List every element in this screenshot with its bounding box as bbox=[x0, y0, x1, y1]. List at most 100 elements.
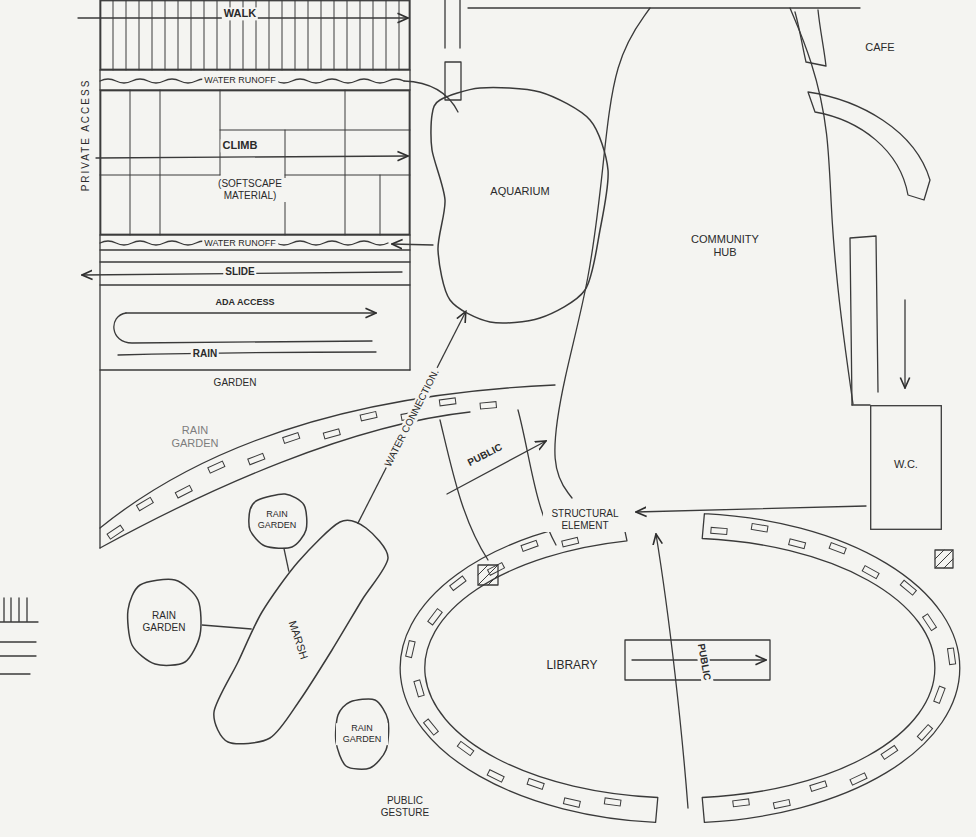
walk-slat bbox=[204, 0, 205, 70]
public-arrow bbox=[656, 534, 688, 808]
walk-slat bbox=[178, 0, 179, 70]
walk-slat bbox=[282, 0, 283, 70]
climb-panel-line bbox=[380, 175, 381, 235]
rain-line bbox=[118, 352, 376, 355]
runoff-label: WATER RUNOFF bbox=[202, 75, 278, 86]
label-holder: PUBLIC bbox=[695, 641, 714, 684]
node-text: WALK bbox=[222, 7, 258, 20]
paver-dash bbox=[283, 433, 300, 444]
element-label: STRUCTURAL ELEMENT bbox=[543, 508, 627, 532]
climb-band: CLIMB (SOFTSCAPE MATERIAL) bbox=[100, 90, 410, 235]
aquarium-blob-lines bbox=[431, 88, 608, 323]
climb-panel-line bbox=[130, 90, 131, 235]
connector-line bbox=[202, 625, 252, 629]
paver-dash bbox=[711, 527, 727, 534]
paver-dash bbox=[488, 563, 505, 576]
library-area-shape bbox=[425, 538, 935, 798]
edge-label-holder: WATER CONNECTION. bbox=[381, 365, 442, 470]
paver-dash bbox=[136, 497, 153, 510]
path-centre-guide bbox=[100, 400, 505, 538]
grid-edge bbox=[99, 0, 100, 548]
label-holder: RAIN bbox=[191, 348, 219, 360]
rain-garden-blob-outline bbox=[249, 494, 307, 548]
access-note: PRIVATE ACCESS bbox=[80, 77, 92, 194]
circulation-label: PUBLIC bbox=[464, 440, 506, 469]
text-holder: WALK bbox=[222, 7, 258, 20]
walk-slat bbox=[360, 0, 361, 70]
hatched-post bbox=[478, 565, 498, 585]
marsh-blob-lines bbox=[214, 520, 388, 743]
paver-dash bbox=[733, 799, 750, 807]
node-text: (SOFTSCAPE MATERIAL) bbox=[206, 178, 294, 202]
node-text: CLIMB bbox=[221, 139, 260, 152]
climb-panel-line bbox=[285, 175, 410, 176]
climb-panel-line bbox=[160, 90, 161, 235]
paver-dash bbox=[248, 453, 265, 464]
aquarium-blob-shape bbox=[430, 86, 610, 324]
paver-dash bbox=[829, 543, 846, 554]
public-arrow bbox=[447, 441, 546, 494]
walk-slat bbox=[269, 0, 270, 70]
walk-slat bbox=[113, 0, 114, 70]
divider-line bbox=[445, 0, 460, 48]
paver-dash bbox=[562, 537, 579, 547]
marsh-blob: MARSH bbox=[212, 520, 392, 746]
rain-garden-blob-lines bbox=[128, 579, 201, 665]
marsh-blob-outline bbox=[214, 520, 388, 743]
walk-band: WALK bbox=[100, 0, 410, 70]
paver-dashes bbox=[107, 398, 956, 809]
walk-slat bbox=[152, 0, 153, 70]
node-text: COMMUNITY HUB bbox=[678, 233, 772, 259]
node-text: RAIN GARDEN bbox=[135, 610, 194, 634]
site-edge bbox=[468, 7, 860, 8]
walk-slat bbox=[217, 0, 218, 70]
flow-arrow bbox=[904, 300, 905, 388]
label-holder: GARDEN bbox=[212, 377, 259, 389]
planting-label: RAIN GARDEN bbox=[163, 424, 227, 450]
hatching bbox=[478, 565, 498, 585]
library-area: LIBRARY bbox=[425, 538, 935, 798]
paver-dash bbox=[450, 576, 466, 590]
paver-dash bbox=[360, 412, 377, 421]
paver-dash bbox=[480, 402, 496, 409]
label-holder: WATER RUNOFF bbox=[202, 238, 278, 249]
paver-dash bbox=[751, 523, 768, 531]
label-holder: PUBLIC GESTURE bbox=[371, 795, 439, 819]
paver-dash bbox=[881, 745, 898, 759]
path-band-edge bbox=[440, 420, 488, 560]
walk-slat bbox=[373, 0, 374, 70]
node-text: W.C. bbox=[892, 458, 920, 471]
hub-boundary bbox=[790, 8, 853, 404]
text-holder: RAIN GARDEN bbox=[135, 610, 194, 634]
paver-dash bbox=[414, 680, 424, 697]
activity-label: SLIDE bbox=[223, 266, 256, 278]
rain-garden-blob-lines bbox=[249, 494, 307, 548]
paver-dash bbox=[563, 798, 580, 807]
text-holder: RAIN GARDEN bbox=[336, 723, 388, 745]
walk-slat bbox=[191, 0, 192, 70]
connector-line bbox=[284, 549, 289, 572]
paver-dash bbox=[527, 778, 544, 789]
ada-loop bbox=[114, 313, 372, 343]
element-label: PUBLIC GESTURE bbox=[371, 795, 439, 819]
wc-box-border bbox=[871, 406, 942, 530]
community-hub-area: COMMUNITY HUB bbox=[545, 8, 865, 503]
paver-dash bbox=[773, 799, 790, 808]
node-text: LIBRARY bbox=[544, 658, 599, 672]
walk-slat bbox=[386, 0, 387, 70]
walk-slat bbox=[295, 0, 296, 70]
rain-garden-blob-outline bbox=[128, 579, 201, 665]
paver-dash bbox=[406, 641, 415, 658]
planting-label: RAIN bbox=[191, 348, 219, 360]
paver-dash bbox=[424, 719, 439, 735]
runoff-line bbox=[404, 81, 458, 112]
paver-dash bbox=[323, 429, 340, 439]
climb-band-lines bbox=[100, 90, 410, 235]
walk-band-lines bbox=[101, 0, 410, 70]
cafe-strip bbox=[795, 10, 826, 66]
walk-slat bbox=[399, 0, 400, 70]
node-text: RAIN GARDEN bbox=[336, 723, 388, 745]
rain-garden-blob: RAIN GARDEN bbox=[248, 492, 308, 549]
